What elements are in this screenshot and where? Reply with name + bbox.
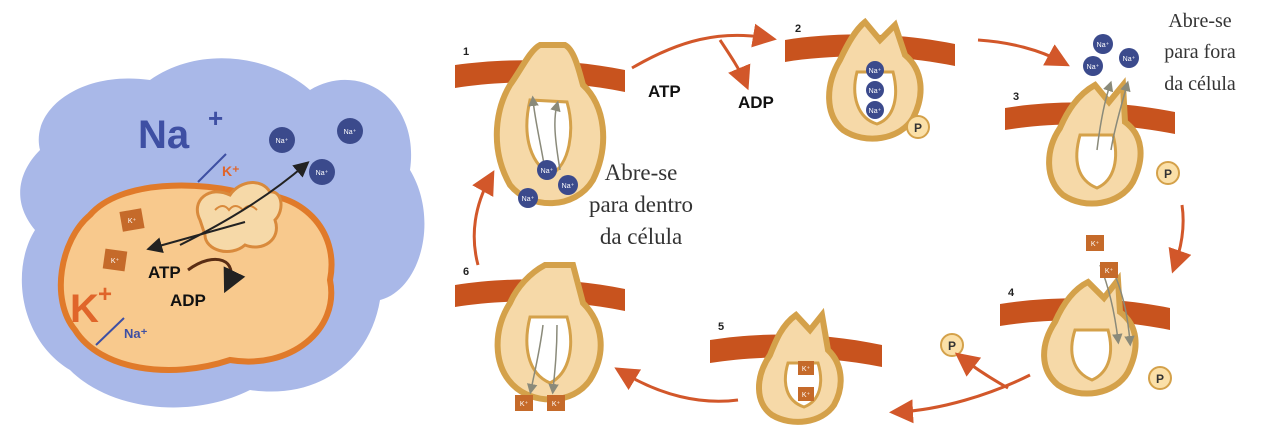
caption-outward-line-3: da célula <box>1164 73 1236 95</box>
svg-text:Na⁺: Na⁺ <box>1087 64 1100 71</box>
cycle-adp-label: ADP <box>738 93 774 112</box>
svg-text:Na⁺: Na⁺ <box>1097 42 1110 49</box>
svg-text:P: P <box>914 121 922 135</box>
svg-text:Na⁺: Na⁺ <box>869 68 882 75</box>
svg-text:P: P <box>1156 372 1164 386</box>
released-phosphate <box>940 333 964 357</box>
cycle-step-3: 3 Na⁺ Na⁺ Na⁺ P <box>1005 34 1180 207</box>
arrow-4-to-5 <box>889 373 1031 424</box>
svg-text:K⁺: K⁺ <box>802 366 811 373</box>
svg-text:Na⁺: Na⁺ <box>522 196 535 203</box>
overview-outside-divider <box>197 153 227 183</box>
k-ion-label: K⁺ <box>128 218 137 225</box>
cycle-step-6: 6 K⁺ K⁺ <box>455 262 625 411</box>
step-number: 2 <box>795 23 801 35</box>
svg-text:K⁺: K⁺ <box>1105 268 1114 275</box>
na-ion <box>337 118 363 144</box>
overview-panel: Na + K⁺ Na⁺ Na⁺ Na⁺ K⁺ K⁺ ATP ADP K + <box>20 58 425 408</box>
svg-text:Na⁺: Na⁺ <box>869 88 882 95</box>
k-ion <box>119 208 145 232</box>
overview-na-charge: + <box>208 103 223 133</box>
svg-text:K⁺: K⁺ <box>1091 241 1100 248</box>
svg-text:K⁺: K⁺ <box>520 401 529 408</box>
pump-channel <box>525 315 573 385</box>
phosphate <box>906 115 930 139</box>
arrow-6-to-1 <box>472 170 495 266</box>
svg-text:K⁺: K⁺ <box>802 392 811 399</box>
svg-text:Na⁺: Na⁺ <box>869 108 882 115</box>
adp-release-arrow <box>718 39 751 91</box>
pump-channel <box>1070 328 1113 382</box>
cycle-panel: 1 Na⁺ Na⁺ Na⁺ ATP ADP 2 Na⁺ Na⁺ <box>455 10 1236 425</box>
na-ion-label: Na⁺ <box>316 170 329 177</box>
step-number: 4 <box>1008 287 1015 299</box>
caption-inward-line-2: para dentro <box>589 192 693 217</box>
overview-outside-k-label: K⁺ <box>222 163 240 179</box>
overview-k-charge: + <box>98 281 112 308</box>
step-number: 5 <box>718 321 724 333</box>
cycle-step-5: 5 K⁺ K⁺ <box>710 307 882 425</box>
na-ion <box>269 127 295 153</box>
pump-channel <box>1075 133 1118 190</box>
k-ion-label: K⁺ <box>111 258 120 265</box>
overview-inside-na-label: Na⁺ <box>124 326 148 341</box>
cycle-step-4: 4 K⁺ K⁺ P <box>1000 235 1172 397</box>
arrow-3-to-4 <box>1168 204 1192 274</box>
overview-k-ions: K⁺ K⁺ <box>102 208 145 272</box>
svg-text:Na⁺: Na⁺ <box>1123 56 1136 63</box>
caption-outward: Abre-se para fora da célula <box>1164 10 1236 95</box>
caption-inward: Abre-se para dentro da célula <box>589 160 693 249</box>
overview-adp-label: ADP <box>170 291 206 310</box>
overview-atp-label: ATP <box>148 263 181 282</box>
arrow-5-to-6 <box>614 367 739 403</box>
step-number: 6 <box>463 266 469 278</box>
k-inflow-arrow <box>146 221 246 253</box>
step-number: 1 <box>463 46 469 58</box>
caption-outward-line-2: para fora <box>1164 41 1236 63</box>
svg-text:Na⁺: Na⁺ <box>562 183 575 190</box>
phosphate-release-arrow <box>954 352 1009 390</box>
phosphate <box>1148 366 1172 390</box>
k-ion <box>102 248 128 272</box>
caption-inward-line-1: Abre-se <box>605 160 678 185</box>
caption-outward-line-1: Abre-se <box>1168 10 1231 32</box>
na-ion-label: Na⁺ <box>344 129 357 136</box>
step-number: 3 <box>1013 91 1019 103</box>
svg-text:K⁺: K⁺ <box>552 401 561 408</box>
arrow-1-to-2 <box>631 23 777 70</box>
caption-inward-line-3: da célula <box>600 224 682 249</box>
overview-k-label: K <box>70 287 99 331</box>
phosphate <box>1156 161 1180 185</box>
atp-to-adp-arrow <box>187 257 246 294</box>
arrow-2-to-3 <box>977 38 1070 67</box>
overview-na-ions: Na⁺ Na⁺ Na⁺ <box>269 118 363 185</box>
na-ion <box>309 159 335 185</box>
cycle-step-1: 1 Na⁺ Na⁺ Na⁺ <box>455 42 625 208</box>
overview-na-label: Na <box>138 113 190 157</box>
cycle-atp-label: ATP <box>648 82 681 101</box>
svg-text:Na⁺: Na⁺ <box>541 168 554 175</box>
overview-inside-divider <box>95 317 125 346</box>
released-phosphate-label: P <box>948 339 956 353</box>
na-ion-label: Na⁺ <box>276 138 289 145</box>
svg-text:P: P <box>1164 167 1172 181</box>
cycle-step-2: 2 Na⁺ Na⁺ Na⁺ P <box>785 17 955 142</box>
